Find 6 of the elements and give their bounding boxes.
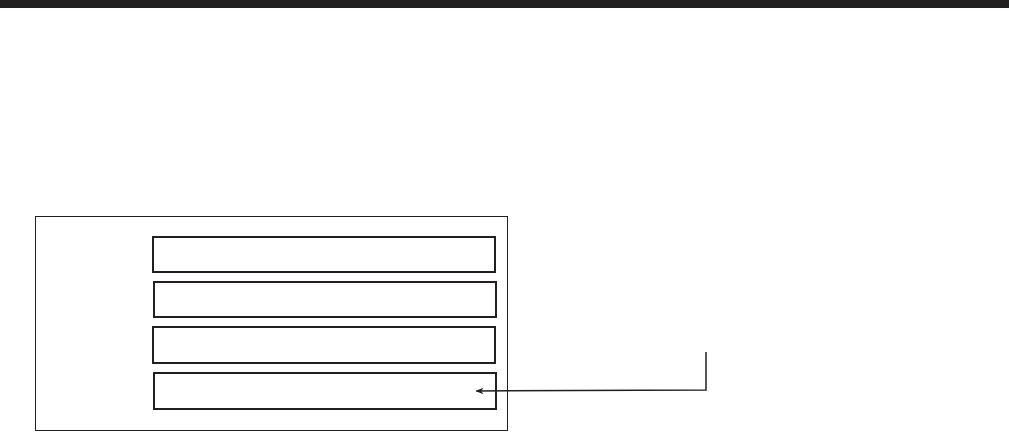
outlined-box — [35, 216, 508, 431]
outlined-box — [153, 372, 497, 410]
outlined-box — [153, 281, 497, 318]
leader-arrow — [475, 351, 707, 395]
outlined-box — [152, 326, 496, 364]
outlined-box — [152, 236, 496, 273]
